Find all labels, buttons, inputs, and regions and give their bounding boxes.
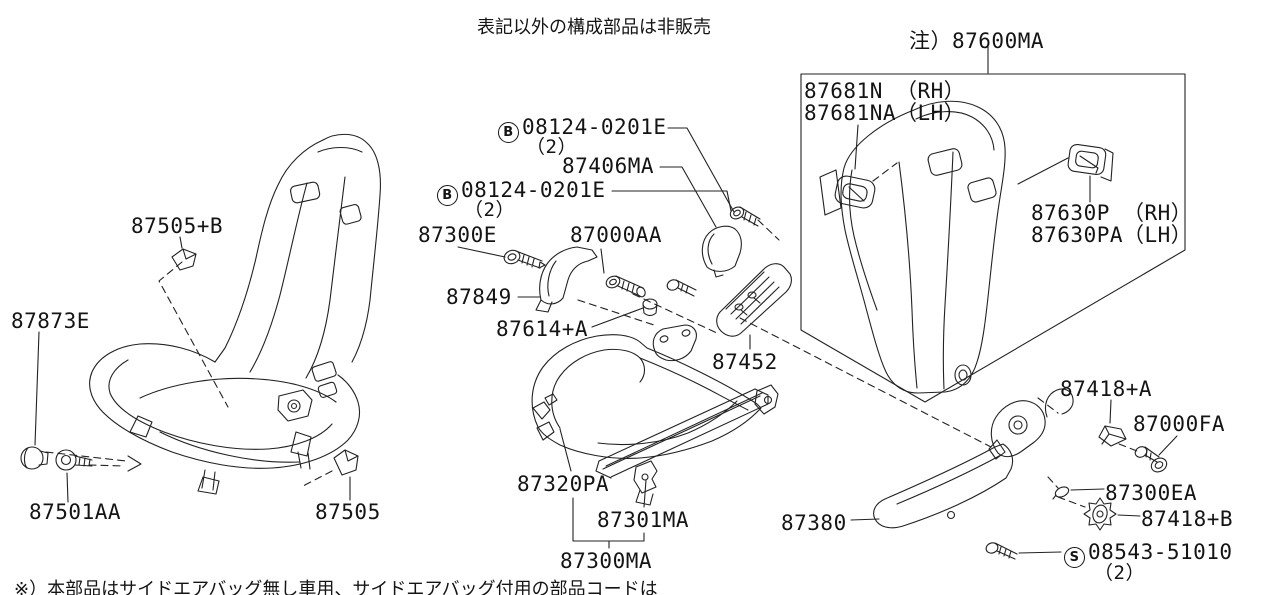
middle-hardware-drawing: [503, 206, 792, 362]
circled-b-icon: B: [437, 185, 458, 206]
part-label-87380: 87380: [781, 511, 847, 535]
dashed-reference-lines: [45, 162, 1138, 508]
part-label-87681na: 87681NA（LH）: [804, 101, 966, 125]
part-label-87000aa: 87000AA: [570, 223, 663, 247]
part-label-87301ma: 87301MA: [597, 508, 690, 532]
part-label-87406ma: 87406MA: [562, 154, 655, 178]
bottom-note: ※）本部品はサイドエアバッグ無し車用、サイドエアバッグ付用の部品コードは: [14, 579, 658, 595]
part-qty-b08124-top: （2）: [526, 136, 577, 158]
part-number: 08543-51010: [1088, 540, 1233, 564]
part-label-87320pa: 87320PA: [517, 472, 610, 496]
note-box-87600ma: [800, 73, 1186, 403]
part-label-87849: 87849: [446, 285, 512, 309]
part-qty-b08124-mid: （2）: [464, 199, 515, 221]
part-label-87505b: 87505+B: [131, 214, 224, 238]
part-label-87418b: 87418+B: [1141, 507, 1234, 531]
part-number: 08124-0201E: [461, 178, 606, 202]
part-label-87681n: 87681N （RH）: [804, 79, 966, 103]
part-label-87000fa: 87000FA: [1133, 412, 1226, 436]
part-label-87630pa: 87630PA（LH）: [1031, 223, 1193, 247]
part-label-87300e: 87300E: [418, 223, 497, 247]
seat-complete-drawing: [20, 133, 381, 495]
part-label-87452: 87452: [712, 350, 778, 374]
part-label-87300ea: 87300EA: [1105, 481, 1198, 505]
cushion-assembly-drawing: [531, 334, 779, 506]
part-label-87614a: 87614+A: [496, 317, 589, 341]
circled-s-icon: S: [1064, 547, 1085, 568]
assembly-note-87600ma: 注）87600MA: [909, 29, 1045, 53]
part-label-87873e: 87873E: [11, 309, 90, 333]
part-label-87418a: 87418+A: [1060, 377, 1153, 401]
shield-assembly-drawing: [873, 388, 1168, 560]
part-label-87501aa: 87501AA: [29, 500, 122, 524]
circled-b-icon: B: [498, 122, 519, 143]
part-qty-s08543: （2）: [1094, 562, 1145, 584]
part-label-87630p: 87630P （RH）: [1031, 201, 1193, 225]
leader-lines: [34, 46, 1178, 554]
part-number: 08124-0201E: [522, 115, 667, 139]
part-label-87300ma: 87300MA: [560, 549, 653, 573]
part-label-87505: 87505: [315, 500, 381, 524]
top-note: 表記以外の構成部品は非販売: [477, 17, 711, 38]
